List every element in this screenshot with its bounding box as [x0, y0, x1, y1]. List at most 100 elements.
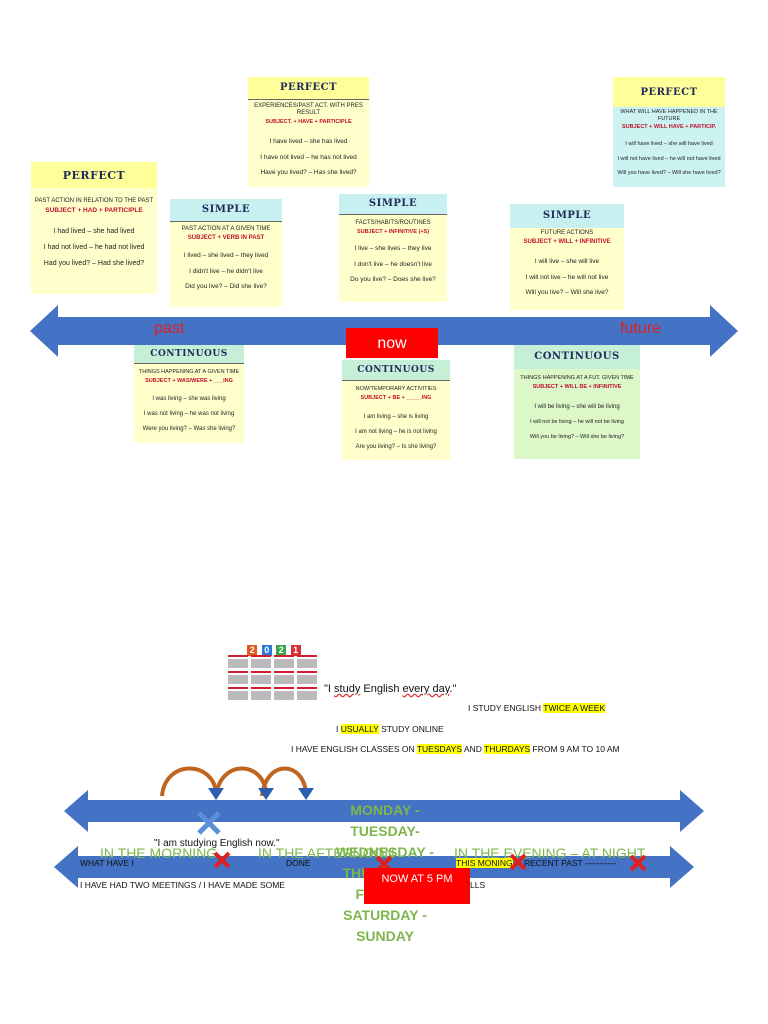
year-digit: 1 — [290, 645, 301, 656]
past-perfect-ex3: Had you lived? – Had she lived? — [43, 260, 145, 268]
year-digit: 2 — [247, 645, 258, 656]
repetition-arrows — [160, 766, 314, 800]
future-perfect-ex2: I will not have lived – he will not have… — [617, 155, 721, 162]
future-continuous-ex1: I will be living – she will be living — [534, 403, 620, 410]
this-morning-highlight: THIS MONING — [456, 858, 513, 868]
done-text: DONE — [286, 858, 311, 868]
classes-highlight-tuesdays: TUESDAYS — [416, 744, 462, 754]
quote-every-day: every day — [402, 683, 450, 695]
past-simple-formula: SUBJECT + VERB IN PAST — [187, 235, 265, 242]
present-simple-ex1: I live – she lives – they live — [354, 245, 432, 253]
future-simple-ex3: Will you live? – Will she live? — [525, 289, 609, 297]
future-simple-formula: SUBJECT + WILL + INFINITIVE — [523, 239, 611, 246]
present-simple-title: SIMPLE — [339, 194, 447, 215]
past-perfect-ex1: I had lived – she had lived — [53, 228, 135, 236]
classes-post: FROM 9 AM TO 10 AM — [530, 744, 620, 754]
in-the-evening-label: IN THE EVENING – AT NIGHT — [454, 845, 646, 861]
in-the-morning-label: IN THE MORNING — [100, 845, 218, 861]
now-at-5pm-box — [364, 868, 470, 904]
past-perfect-ex2: I had not lived – he had not lived — [43, 244, 145, 252]
past-continuous-formula: SUBJECT + WAS/WERE + ___ING — [145, 377, 233, 384]
recent-past-text: RECENT PAST ----------- — [524, 858, 617, 868]
in-the-afternoon-label: IN THE AFTERNOON — [258, 845, 395, 861]
future-continuous-ex2: I will not be living – he will not be li… — [530, 418, 624, 425]
past-simple-card: SIMPLE PAST ACTION AT A GIVEN TIME SUBJE… — [170, 199, 282, 307]
day-sunday: SUNDAY — [356, 928, 414, 944]
future-continuous-card: CONTINUOUS THINGS HAPPENING AT A FUT. GI… — [514, 345, 640, 459]
present-continuous-ex1: I am living – she is living — [363, 413, 429, 420]
past-simple-desc: PAST ACTION AT A GIVEN TIME — [181, 226, 271, 232]
present-simple-card: SIMPLE FACTS/HABITS/ROUTINES SUBJECT + I… — [339, 194, 447, 302]
future-simple-ex2: I will not live – he will not live — [525, 273, 609, 281]
past-perfect-title: PERFECT — [31, 162, 157, 188]
past-perfect-desc: PAST ACTION IN RELATION TO THE PAST — [34, 198, 154, 204]
quote-end: ." — [449, 683, 457, 695]
present-continuous-desc: NOW/TEMPORARY ACTIVITIES — [355, 386, 437, 392]
past-simple-ex1: I lived – she lived – they lived — [183, 252, 269, 260]
future-simple-ex1: I will live – she will live — [534, 258, 600, 266]
present-continuous-card: CONTINUOUS NOW/TEMPORARY ACTIVITIES SUBJ… — [342, 360, 450, 460]
present-perfect-ex1: I have lived – she has lived — [269, 138, 348, 146]
calls-text: LLS — [470, 880, 486, 890]
past-continuous-ex2: I was not living – he was not living — [143, 410, 235, 417]
red-cross-icon — [213, 851, 231, 869]
classes-highlight-thurdays: THURDAYS — [484, 744, 531, 754]
twice-a-week-line: I STUDY ENGLISH TWICE A WEEK — [468, 703, 606, 713]
past-simple-ex3: Did you live? – Did she live? — [185, 283, 267, 291]
usually-pre: I — [336, 724, 341, 734]
present-simple-desc: FACTS/HABITS/ROUTINES — [355, 220, 431, 226]
blue-cross-icon — [197, 811, 221, 835]
future-perfect-ex1: I will have lived – she will have lived — [625, 141, 713, 148]
past-perfect-formula: SUBJECT + HAD + PARTICIPLE — [45, 207, 143, 215]
calendar-year: 2 0 2 1 — [226, 640, 322, 656]
past-continuous-ex1: I was living – she was living — [152, 395, 226, 402]
classes-line: I HAVE ENGLISH CLASSES ON TUESDAYS AND T… — [291, 744, 620, 754]
past-perfect-card: PERFECT PAST ACTION IN RELATION TO THE P… — [31, 162, 157, 294]
future-simple-desc: FUTURE ACTIONS — [540, 230, 594, 236]
usually-highlight: USUALLY — [340, 724, 379, 734]
past-continuous-title: CONTINUOUS — [134, 345, 244, 364]
past-continuous-card: CONTINUOUS THINGS HAPPENING AT A GIVEN T… — [134, 345, 244, 443]
day-saturday: SATURDAY - — [343, 907, 427, 923]
future-simple-card: SIMPLE FUTURE ACTIONS SUBJECT + WILL + I… — [510, 204, 624, 310]
past-continuous-ex3: Were you living? – Was she living? — [142, 425, 236, 432]
studying-now-quote: "I am studying English now." — [154, 838, 280, 849]
day-timeline-arrow — [54, 846, 694, 888]
future-perfect-ex3: Will you have lived? – Will she have liv… — [617, 170, 721, 177]
future-simple-title: SIMPLE — [510, 204, 624, 228]
this-morning-text: THIS MONING — [456, 858, 513, 868]
past-simple-ex2: I didn't live – he didn't live — [189, 267, 263, 275]
red-cross-icon — [629, 854, 647, 872]
future-continuous-title: CONTINUOUS — [514, 345, 640, 369]
day-monday: MONDAY - — [350, 802, 420, 818]
present-perfect-desc: EXPERIENCES/PAST ACT. WITH PRES RESULT — [254, 103, 363, 117]
quote-study: study — [334, 683, 361, 695]
now-at-5pm-label: NOW AT 5 PM — [381, 873, 453, 885]
quote-mid: English — [360, 683, 403, 695]
present-continuous-ex2: I am not living – he is not living — [355, 428, 437, 435]
future-perfect-title: PERFECT — [613, 77, 725, 107]
day-wednesday: WEDNESDAY - — [335, 844, 435, 860]
present-continuous-formula: SUBJECT + BE + _____ING — [360, 394, 432, 401]
present-perfect-formula: SUBJECT. + HAVE + PARTICIPLE — [265, 119, 352, 126]
usually-line: I USUALLY STUDY ONLINE — [336, 724, 444, 734]
what-have-i-text: WHAT HAVE I — [80, 858, 134, 868]
future-continuous-formula: SUBJECT + WILL BE + INFINITIVE — [532, 383, 622, 390]
present-simple-ex3: Do you live? – Does she live? — [350, 276, 436, 284]
now-label: now — [377, 335, 407, 352]
present-perfect-title: PERFECT — [248, 77, 369, 100]
future-label: future — [620, 320, 661, 337]
classes-pre: I HAVE ENGLISH CLASSES ON — [291, 744, 417, 754]
day-tuesday: TUESDAY- — [350, 823, 420, 839]
future-perfect-desc: WHAT WILL HAVE HAPPENED IN THE FUTURE — [620, 109, 718, 122]
usually-post: STUDY ONLINE — [378, 724, 444, 734]
habits-timeline-arrow — [64, 790, 704, 832]
year-digit: 2 — [276, 645, 287, 656]
past-continuous-desc: THINGS HAPPENING AT A GIVEN TIME — [138, 369, 240, 375]
past-simple-title: SIMPLE — [170, 199, 282, 222]
future-continuous-ex3: Will you be living? – Will she be living… — [529, 434, 625, 441]
present-simple-formula: SUBJECT + INFINITIVE (+S) — [356, 229, 430, 236]
red-cross-icon — [509, 853, 527, 871]
quote-pre: "I — [324, 683, 335, 695]
past-label: past — [154, 320, 185, 337]
